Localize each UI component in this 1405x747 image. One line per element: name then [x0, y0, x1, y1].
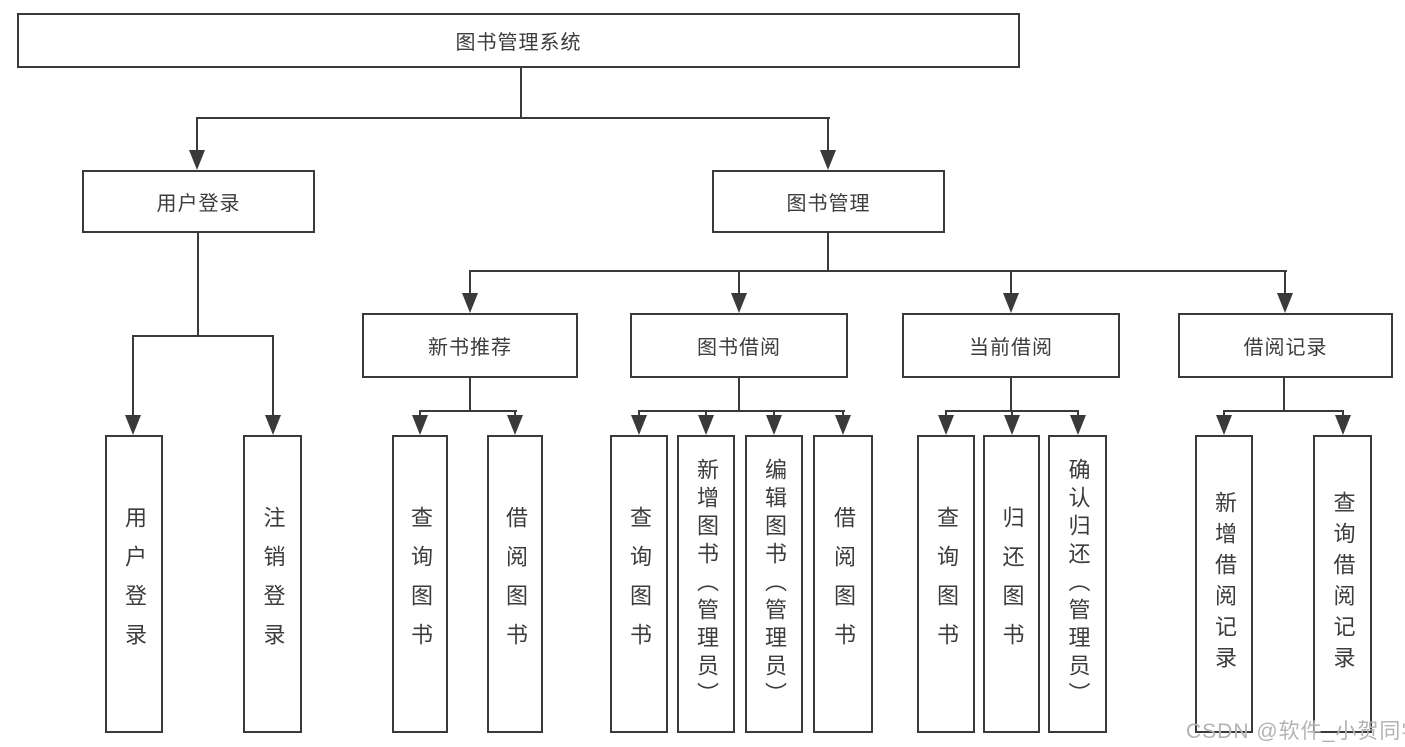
arrow-down-icon [1003, 293, 1019, 313]
arrow-down-icon [1216, 415, 1232, 435]
leaf-confirm-return-admin: 确认归还（管理员） [1048, 435, 1107, 733]
arrow-down-icon [698, 415, 714, 435]
leaf-query-books-borrowing: 查询图书 [610, 435, 668, 733]
leaf-label: 注销登录 [260, 506, 286, 662]
connector-current-stem [1010, 378, 1012, 412]
arrow-down-icon [1070, 415, 1086, 435]
connector-root-stem [520, 68, 522, 119]
connector-root-hbar [196, 117, 830, 119]
connector-bookmgmt-hbar [469, 270, 1287, 272]
node-book-borrowing: 图书借阅 [630, 313, 848, 378]
connector-userlogin-hbar [133, 335, 274, 337]
node-label: 图书借阅 [697, 337, 781, 359]
leaf-add-books-admin: 新增图书（管理员） [677, 435, 735, 733]
arrow-down-icon [125, 415, 141, 435]
leaf-label: 查询借阅记录 [1330, 491, 1356, 677]
connector-bookmgmt-stem [827, 233, 829, 272]
connector-drop-line [272, 335, 274, 417]
leaf-edit-books-admin: 编辑图书（管理员） [745, 435, 803, 733]
leaf-query-books-current: 查询图书 [917, 435, 975, 733]
connector-drop-line [827, 117, 829, 152]
leaf-label: 归还图书 [999, 506, 1025, 662]
node-current-borrowing: 当前借阅 [902, 313, 1120, 378]
arrow-down-icon [265, 415, 281, 435]
leaf-borrow-books-recommend: 借阅图书 [487, 435, 543, 733]
arrow-down-icon [1335, 415, 1351, 435]
leaf-user-login: 用户登录 [105, 435, 163, 733]
arrow-down-icon [731, 293, 747, 313]
connector-newbook-stem [469, 378, 471, 412]
node-new-book-recommendation: 新书推荐 [362, 313, 578, 378]
node-user-login: 用户登录 [82, 170, 315, 233]
leaf-logout: 注销登录 [243, 435, 302, 733]
leaf-query-borrow-record: 查询借阅记录 [1313, 435, 1372, 733]
leaf-label: 借阅图书 [503, 506, 528, 662]
arrow-down-icon [189, 150, 205, 170]
arrow-down-icon [412, 415, 428, 435]
leaf-borrow-books-borrowing: 借阅图书 [813, 435, 873, 733]
leaf-label: 用户登录 [122, 506, 147, 662]
arrow-down-icon [835, 415, 851, 435]
connector-records-hbar [1223, 410, 1344, 412]
node-borrowing-records: 借阅记录 [1178, 313, 1393, 378]
arrow-down-icon [631, 415, 647, 435]
connector-borrowing-stem [738, 378, 740, 412]
connector-userlogin-stem [197, 233, 199, 337]
leaf-label: 查询图书 [934, 506, 959, 662]
node-label: 借阅记录 [1243, 337, 1328, 359]
leaf-label: 借阅图书 [831, 506, 856, 662]
node-label: 图书管理 [786, 193, 871, 215]
connector-borrowing-hbar [638, 410, 845, 412]
node-book-management: 图书管理 [712, 170, 945, 233]
arrow-down-icon [1277, 293, 1293, 313]
leaf-query-books-recommend: 查询图书 [392, 435, 448, 733]
connector-drop-line [1010, 270, 1012, 295]
leaf-label: 查询图书 [627, 506, 652, 662]
leaf-label: 新增借阅记录 [1212, 491, 1237, 677]
connector-drop-line [196, 117, 198, 152]
node-label: 新书推荐 [428, 337, 512, 359]
leaf-label: 编辑图书（管理员） [762, 458, 787, 710]
node-label: 图书管理系统 [455, 32, 582, 54]
connector-drop-line [132, 335, 134, 417]
arrow-down-icon [462, 293, 478, 313]
leaf-return-books: 归还图书 [983, 435, 1040, 733]
arrow-down-icon [766, 415, 782, 435]
arrow-down-icon [507, 415, 523, 435]
node-label: 用户登录 [156, 193, 241, 215]
connector-drop-line [469, 270, 471, 295]
node-label: 当前借阅 [969, 337, 1053, 359]
connector-drop-line [738, 270, 740, 295]
leaf-label: 查询图书 [408, 506, 433, 662]
arrow-down-icon [820, 150, 836, 170]
leaf-label: 新增图书（管理员） [694, 458, 719, 710]
watermark: CSDN @软件_小贺同学 [1186, 720, 1405, 743]
connector-drop-line [1284, 270, 1286, 295]
arrow-down-icon [938, 415, 954, 435]
arrow-down-icon [1004, 415, 1020, 435]
connector-records-stem [1283, 378, 1285, 412]
leaf-add-borrow-record: 新增借阅记录 [1195, 435, 1253, 733]
leaf-label: 确认归还（管理员） [1065, 458, 1091, 710]
connector-newbook-hbar [419, 410, 517, 412]
node-library-system: 图书管理系统 [17, 13, 1020, 68]
